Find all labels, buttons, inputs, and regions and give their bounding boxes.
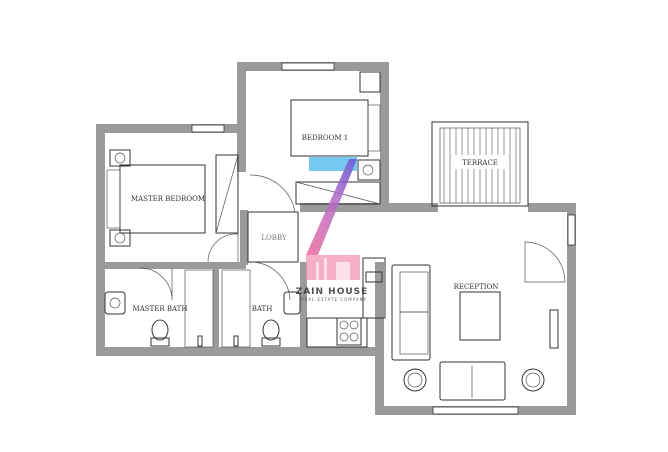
lobby: [247, 211, 299, 301]
room-label-master-bedroom: MASTER BEDROOM: [131, 195, 205, 203]
watermark-tagline: REAL ESTATE COMPANY: [301, 297, 367, 302]
room-label-bedroom1: BEDROOM 1: [302, 134, 348, 142]
kitchen: [306, 257, 386, 348]
master-bed: [106, 149, 239, 263]
room-label-lobby: LOBBY: [261, 234, 287, 242]
windows: [191, 62, 576, 415]
bath-fixtures: [221, 269, 301, 348]
watermark-logo: ZAIN HOUSE REAL ESTATE COMPANY: [296, 157, 369, 302]
room-label-bath: BATH: [252, 305, 273, 313]
bedroom1-bed: [249, 71, 381, 213]
room-label-terrace: TERRACE: [462, 159, 498, 167]
room-label-reception: RECEPTION: [454, 283, 499, 291]
master-bath-fixtures: [104, 267, 214, 348]
terrace: [431, 121, 529, 207]
reception-furniture: [391, 241, 566, 401]
room-label-master-bath: MASTER BATH: [133, 305, 188, 313]
watermark-name: ZAIN HOUSE: [296, 287, 369, 297]
